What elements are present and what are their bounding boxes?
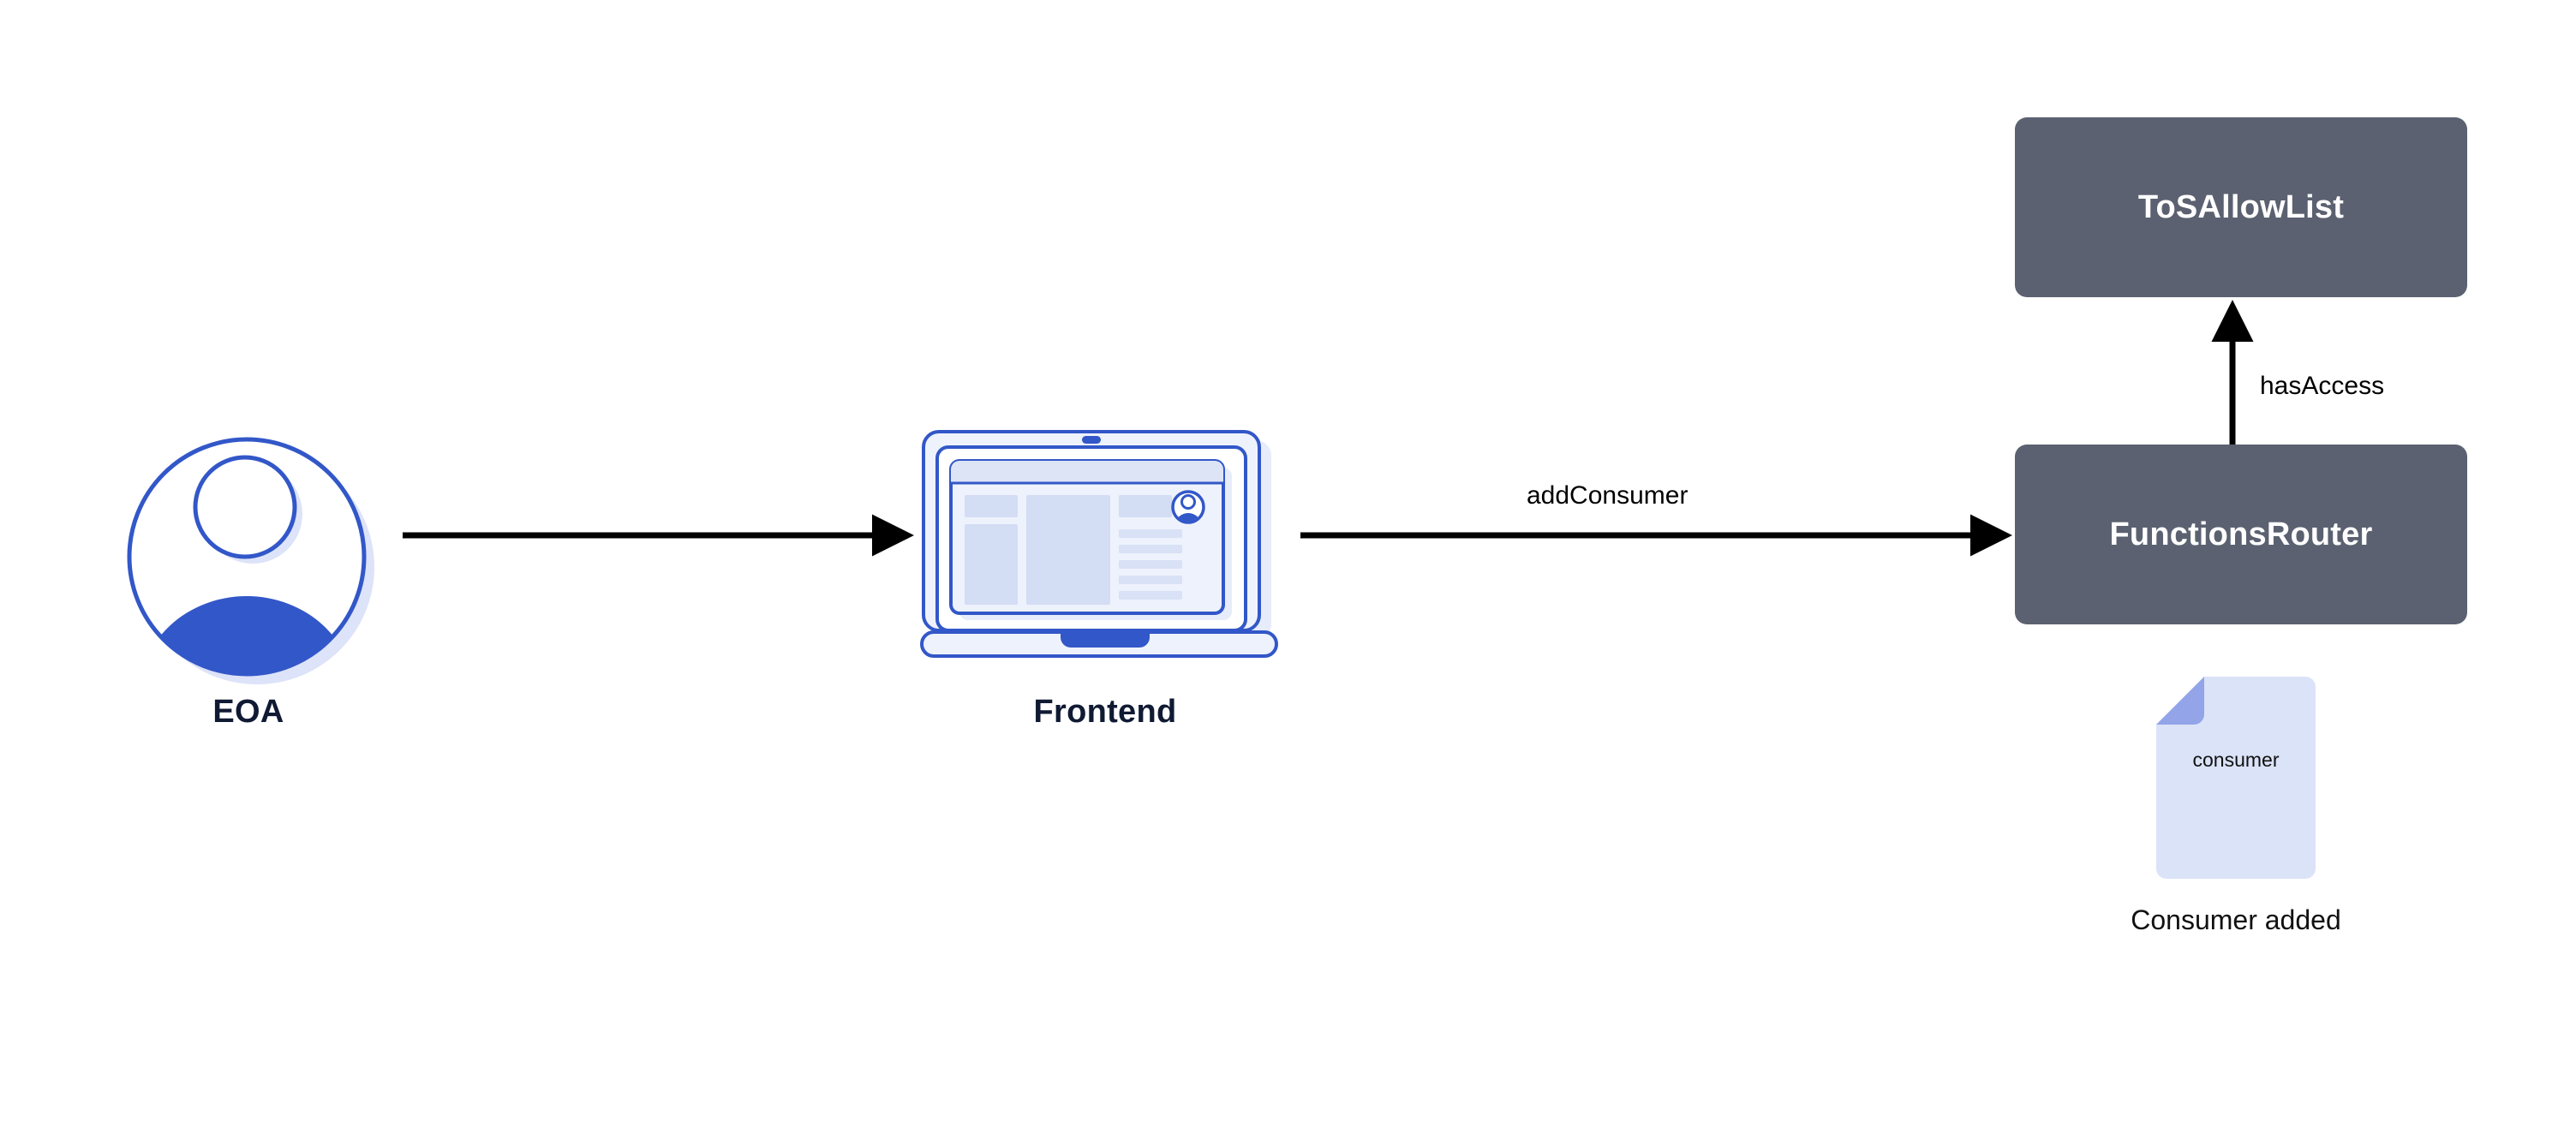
user-avatar-icon	[127, 437, 374, 684]
node-functions-router[interactable]: FunctionsRouter	[2015, 445, 2467, 624]
document-file-label: consumer	[2192, 749, 2280, 771]
node-label-frontend: Frontend	[1033, 694, 1177, 730]
edge-label-add-consumer: addConsumer	[1527, 481, 1688, 510]
document-caption: Consumer added	[2131, 904, 2341, 935]
node-label-eoa: EOA	[212, 694, 284, 730]
edge-label-has-access: hasAccess	[2260, 372, 2385, 400]
node-consumer-document[interactable]: consumer Consumer added	[2131, 675, 2377, 958]
screen-avatar-icon	[1171, 490, 1205, 524]
laptop-icon	[920, 430, 1278, 658]
node-eoa[interactable]: EOA	[120, 428, 377, 771]
node-tos-allow-list[interactable]: ToSAllowList	[2015, 117, 2467, 297]
document-icon	[2156, 677, 2316, 879]
node-frontend[interactable]: Frontend	[917, 428, 1294, 771]
